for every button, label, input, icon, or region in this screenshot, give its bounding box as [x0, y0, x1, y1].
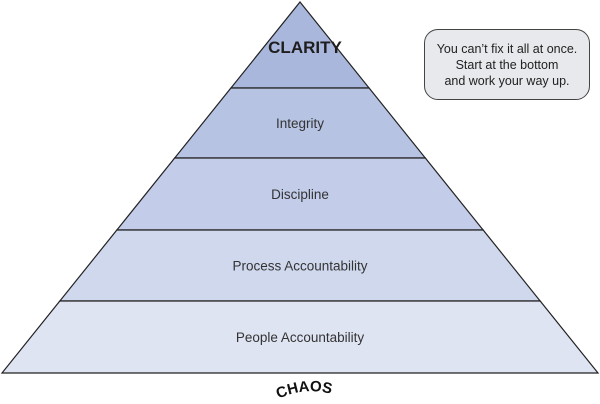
- pyramid-level-5: [0, 300, 600, 374]
- chaos-label: CHAOS: [274, 378, 334, 402]
- pyramid-level-label: Discipline: [271, 187, 329, 202]
- note-line: Start at the bottom: [455, 57, 559, 72]
- pyramid-level-label: Process Accountability: [232, 259, 367, 274]
- pyramid-level-label: Integrity: [276, 116, 324, 131]
- pyramid-level-label: People Accountability: [236, 330, 365, 345]
- pyramid-level-label: CLARITY: [268, 38, 342, 57]
- note-line: You can’t fix it all at once.: [436, 41, 578, 56]
- note-line: and work your way up.: [444, 73, 570, 88]
- advice-note: You can’t fix it all at once. Start at t…: [424, 29, 590, 100]
